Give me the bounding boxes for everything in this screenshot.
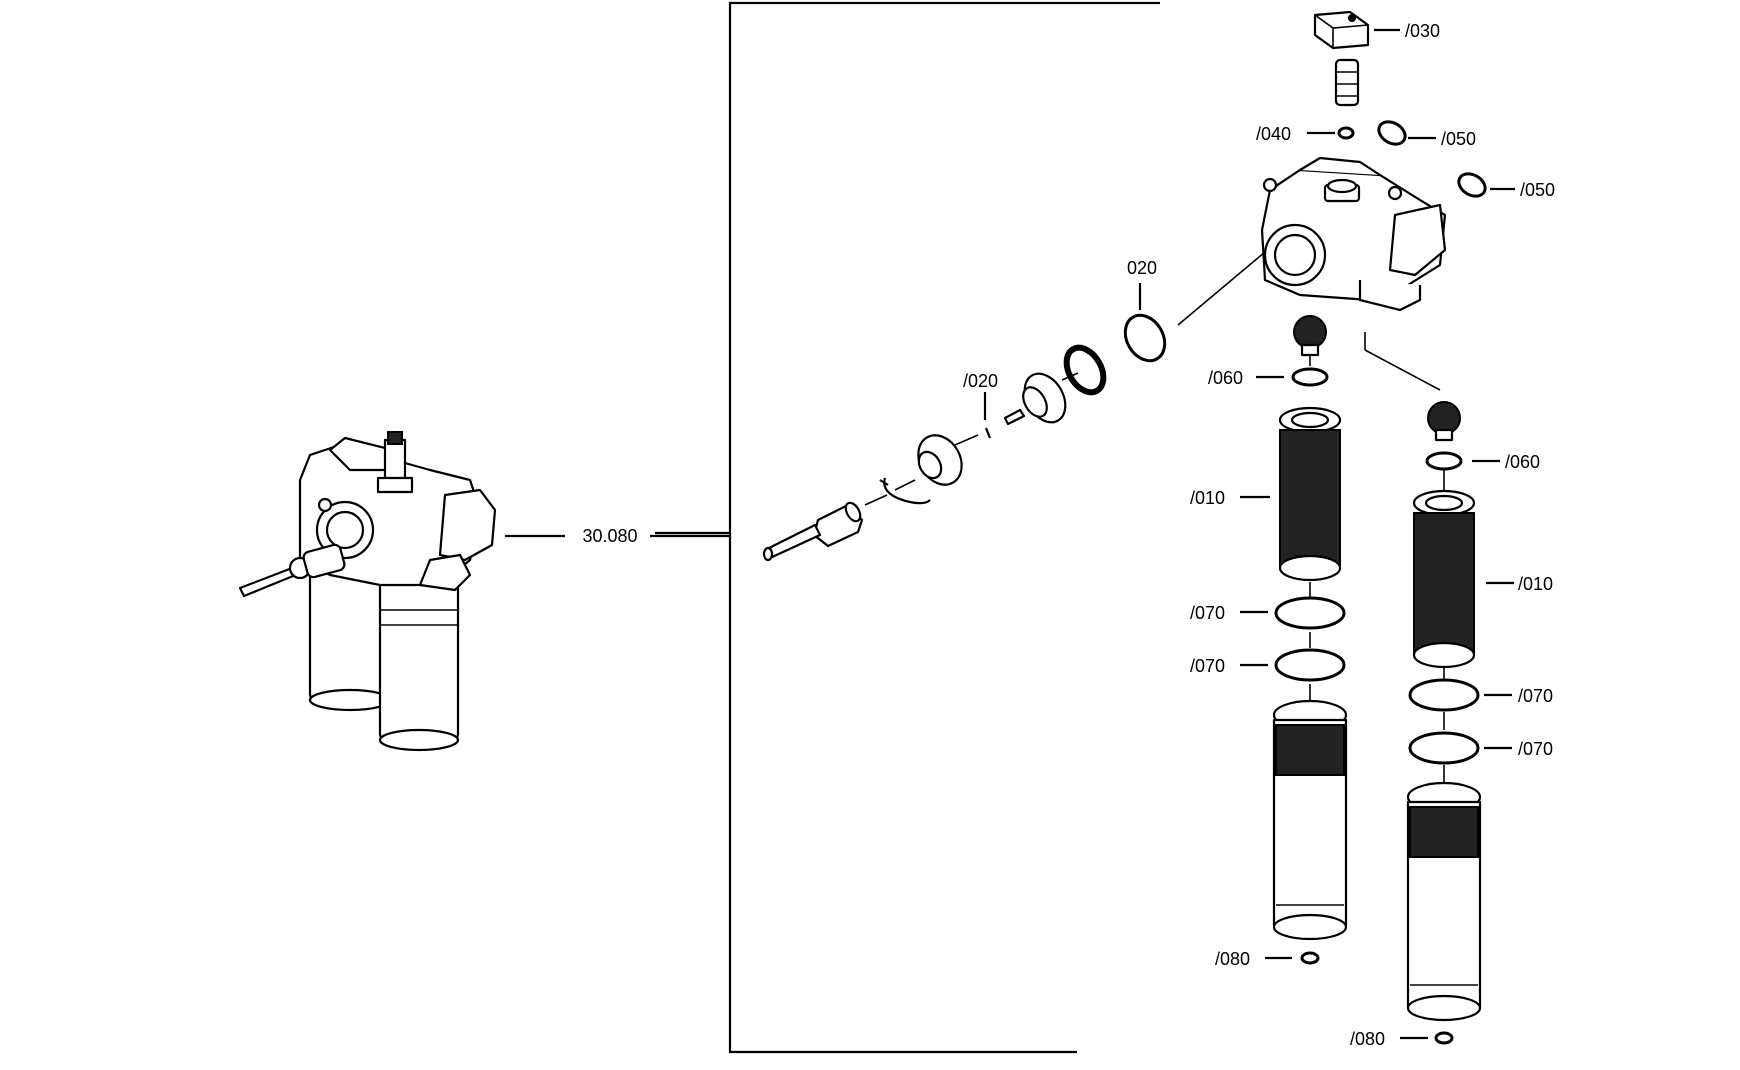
part-050-ring-b [1457, 172, 1487, 198]
label-010-right: /010 [1518, 574, 1553, 594]
assembly-number-label: 30.080 [582, 526, 637, 546]
label-070-right-2: /070 [1518, 739, 1553, 759]
filter-head-exploded [1260, 156, 1447, 312]
part-020-ring [1123, 313, 1167, 363]
pressure-indicator [762, 494, 888, 562]
assembly-bracket [655, 1, 1160, 1054]
label-040: /040 [1256, 124, 1291, 144]
assembled-filter-unit [238, 431, 497, 752]
label-050-a: /050 [1441, 129, 1476, 149]
left-cartridge-column [1272, 315, 1348, 965]
label-080-right: /080 [1350, 1029, 1385, 1049]
part-030-sensor [1313, 10, 1370, 107]
circlip [883, 477, 931, 505]
assembly-axis-diagonal [1177, 251, 1266, 326]
label-070-right-1: /070 [1518, 686, 1553, 706]
label-050-b: /050 [1520, 180, 1555, 200]
label-070-left-1: /070 [1190, 603, 1225, 623]
right-cartridge-column [1406, 401, 1482, 1045]
label-030: /030 [1405, 21, 1440, 41]
label-010-left: /010 [1190, 488, 1225, 508]
part-040-seal [1337, 126, 1355, 140]
part-050-ring-a [1377, 120, 1407, 146]
label-080-left: /080 [1215, 949, 1250, 969]
part-020-clip [984, 427, 992, 439]
label-060-right: /060 [1505, 452, 1540, 472]
thick-seal-ring [1063, 344, 1107, 396]
label-020-top: 020 [1127, 258, 1157, 278]
label-060-left: /060 [1208, 368, 1243, 388]
label-020: /020 [963, 371, 998, 391]
label-070-left-2: /070 [1190, 656, 1225, 676]
